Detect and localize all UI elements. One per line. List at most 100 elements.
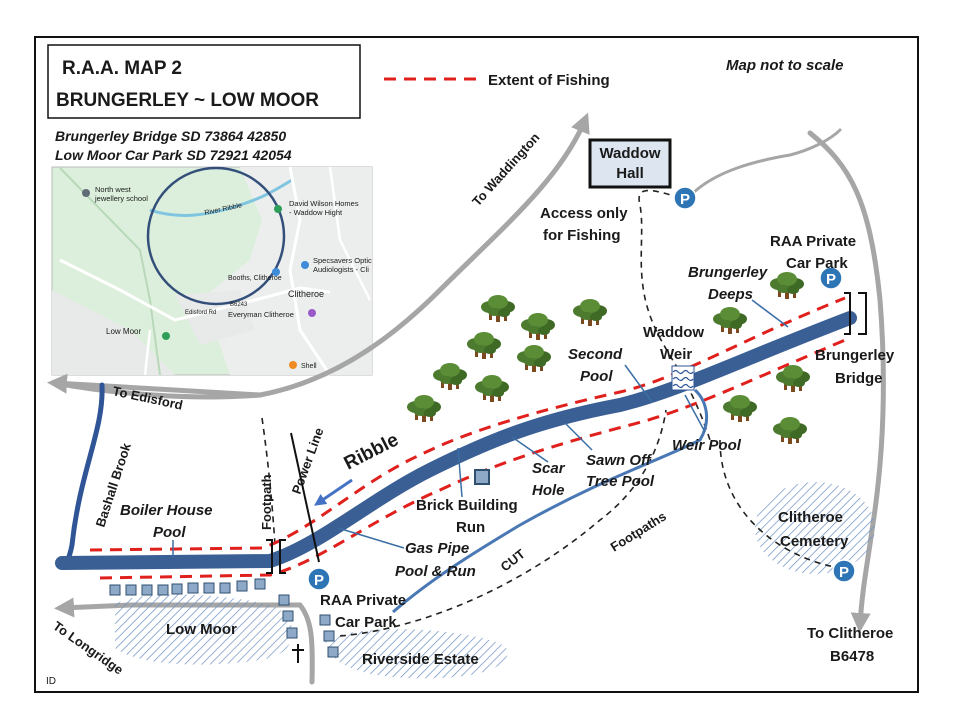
power-line (290, 432, 320, 563)
label-to-clitheroe-2: B6478 (830, 648, 874, 665)
label-gas-pipe-2: Pool & Run (395, 563, 476, 580)
leader-second-pool (624, 364, 653, 403)
waddow-hall-label-2: Hall (616, 165, 644, 182)
leader-scar-hole (511, 436, 549, 463)
inset-label-davidwilson-2: - Waddow Hight (289, 208, 343, 217)
riverside-estate-area (325, 629, 508, 679)
road-to-longridge (54, 597, 315, 685)
label-brick-building-2: Run (456, 519, 485, 536)
svg-text:P: P (314, 572, 324, 589)
inset-poi-booths (272, 268, 280, 276)
label-sawn-off-2: Tree Pool (586, 473, 655, 490)
label-raa-private-low-2: Car Park (335, 614, 397, 631)
label-riverside-estate: Riverside Estate (362, 651, 479, 668)
leader-gas-pipe (337, 527, 405, 549)
legend: Extent of Fishing (384, 72, 610, 89)
inset-poi-specsavers (301, 261, 309, 269)
inset-label-everyman: Everyman Clitheroe (228, 310, 294, 319)
inset-label-jewellery: North west (95, 185, 132, 194)
title-box: R.A.A. MAP 2 BRUNGERLEY ~ LOW MOOR (47, 44, 361, 119)
label-access-only-2: for Fishing (543, 227, 621, 244)
inset-poi-jewellery (82, 189, 90, 197)
road-waddow-hall (688, 128, 842, 198)
title-line2: BRUNGERLEY ~ LOW MOOR (56, 90, 319, 111)
inset-label-jewellery-2: jewellery school (94, 194, 148, 203)
label-waddow-weir-2: Weir (660, 346, 692, 363)
brick-building (474, 469, 490, 485)
label-clitheroe-cemetery-1: Clitheroe (778, 509, 843, 526)
inset-label-b6243: B6243 (230, 302, 248, 308)
label-low-moor: Low Moor (166, 621, 237, 638)
waddow-hall-label-1: Waddow (599, 145, 660, 162)
road-to-waddington (52, 112, 590, 400)
parking-icon-lowmoor: P (307, 567, 331, 591)
label-brungerley-deeps-2: Deeps (708, 286, 753, 303)
inset-label-edisford: Edisford Rd (185, 310, 216, 316)
waddow-hall-box: Waddow Hall (588, 138, 672, 189)
label-scar-hole-1: Scar (532, 460, 566, 477)
cut-channel (392, 388, 709, 614)
label-brungerley-deeps-1: Brungerley (688, 264, 768, 281)
label-raa-private-top-2: Car Park (786, 255, 848, 272)
label-raa-private-top-1: RAA Private (770, 233, 856, 250)
svg-text:P: P (680, 191, 690, 208)
legend-label: Extent of Fishing (488, 72, 610, 89)
footpath-left (261, 417, 276, 546)
label-second-pool-2: Pool (580, 368, 613, 385)
label-raa-private-low-1: RAA Private (320, 592, 406, 609)
leader-brick (457, 447, 463, 498)
svg-text:P: P (839, 564, 849, 581)
label-brick-building-1: Brick Building (416, 497, 518, 514)
road-to-clitheroe (807, 130, 886, 633)
author-initials: ID (46, 676, 56, 687)
leader-sawn-off (564, 422, 593, 451)
scale-note: Map not to scale (726, 57, 844, 74)
footpath-cemetery (719, 439, 841, 569)
low-moor-area (115, 594, 293, 665)
inset-poi-davidwilson (274, 205, 282, 213)
label-boiler-house-1: Boiler House (120, 502, 213, 519)
road-to-edisford (47, 373, 263, 398)
label-access-only-1: Access only (540, 205, 628, 222)
bridge-marker-right-2 (844, 292, 851, 335)
river-flow-arrow (314, 478, 353, 506)
inset-label-shell: Shell (301, 363, 317, 370)
inset-poi-everyman (308, 309, 316, 317)
parking-icon-waddow: P (673, 186, 697, 210)
inset-label-davidwilson-1: David Wilson Homes (289, 199, 359, 208)
inset-label-booths: Booths, Clitheroe (228, 275, 282, 282)
church-cross-icon (292, 644, 304, 663)
river-ribble (55, 311, 857, 570)
bridge-marker-left (266, 539, 273, 574)
label-sawn-off-1: Sawn Off (586, 452, 653, 469)
leader-deeps (751, 299, 789, 328)
inset-label-specsavers-2: Audiologists - Cli (313, 265, 369, 274)
label-waddow-weir-1: Waddow (643, 324, 704, 341)
bridge-marker-left-2 (279, 539, 286, 574)
inset-label-lowmoor: Low Moor (106, 327, 141, 336)
label-brungerley-bridge-2: Bridge (835, 370, 883, 387)
grid-ref-bridge: Brungerley Bridge SD 73864 42850 (55, 128, 286, 144)
label-brungerley-bridge-1: Brungerley (815, 347, 895, 364)
inset-poi-green (162, 332, 170, 340)
inset-label-specsavers-1: Specsavers Optic (313, 256, 372, 265)
weir-symbol (671, 365, 695, 391)
inset-map: River Ribble North west jewellery school… (51, 166, 373, 376)
leader-weir-pool (684, 394, 706, 433)
inset-area-circle (146, 166, 286, 306)
parking-icon-brungerley: P (819, 266, 843, 290)
label-gas-pipe-1: Gas Pipe (405, 540, 469, 557)
label-scar-hole-2: Hole (532, 482, 565, 499)
label-weir-pool: Weir Pool (672, 437, 742, 454)
footpath-lower (339, 409, 667, 637)
label-clitheroe-cemetery-2: Cemetery (780, 533, 849, 550)
svg-text:P: P (826, 271, 836, 288)
label-to-clitheroe-1: To Clitheroe (807, 625, 893, 642)
grid-ref-carpark: Low Moor Car Park SD 72921 42054 (55, 147, 292, 163)
label-boiler-house-2: Pool (153, 524, 186, 541)
inset-label-clitheroe: Clitheroe (288, 289, 324, 299)
inset-poi-shell (289, 361, 297, 369)
title-line1: R.A.A. MAP 2 (62, 58, 182, 79)
bridge-marker-right (858, 292, 867, 335)
